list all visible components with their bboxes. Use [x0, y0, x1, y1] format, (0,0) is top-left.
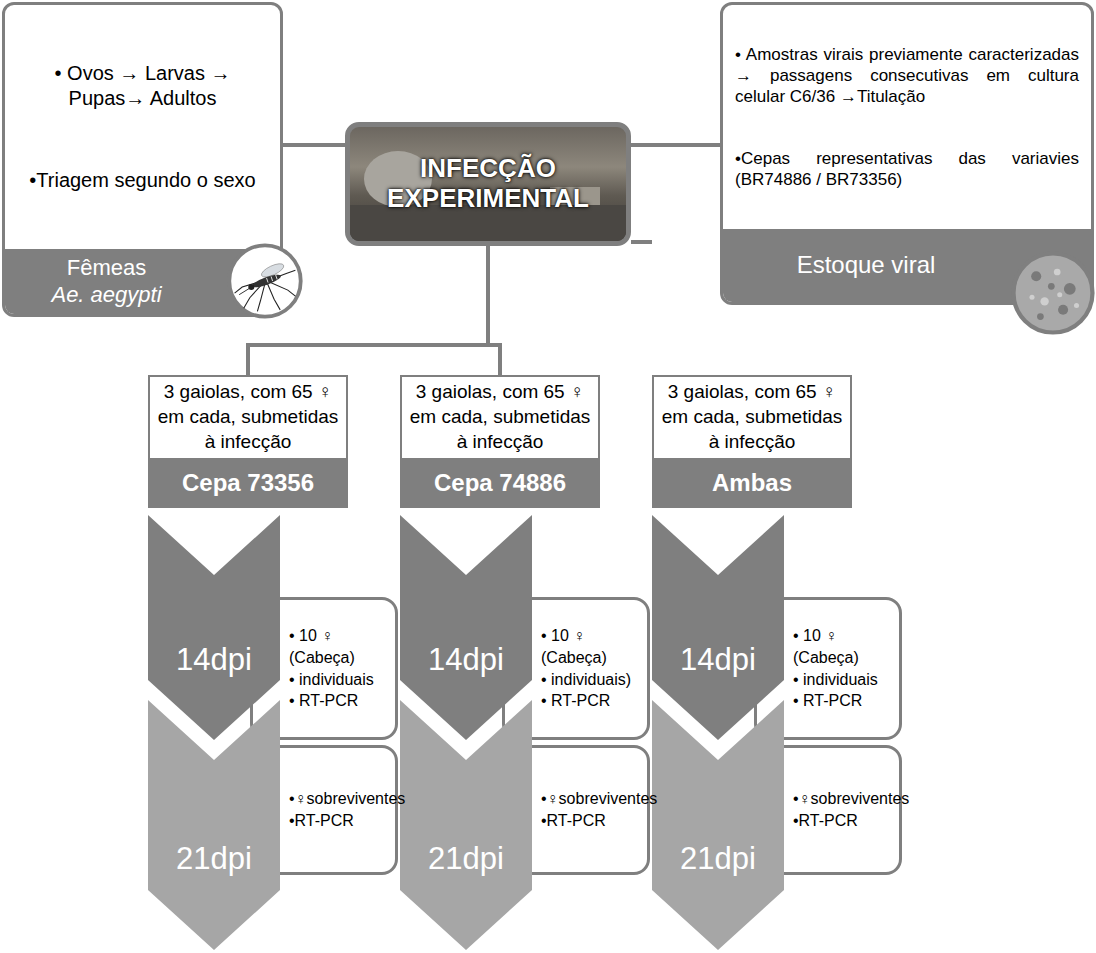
virus-particle [1064, 283, 1076, 295]
group-box: 3 gaiolas, com 65 ♀ em cada, submetidas … [400, 375, 600, 508]
bullet-text: •Triagem segundo o sexo [17, 168, 268, 193]
group-body: 3 gaiolas, com 65 ♀ em cada, submetidas … [148, 375, 348, 458]
chevron-outline [148, 515, 280, 740]
bullet-text: • Amostras virais previamente caracteriz… [735, 44, 1079, 108]
panel-body: • Amostras virais previamente caracteriz… [723, 5, 1091, 229]
time-label: 21dpi [428, 842, 504, 876]
bullet-text: • individuais) [541, 669, 641, 691]
mosquito-picture [227, 243, 303, 319]
group-box: 3 gaiolas, com 65 ♀ em cada, submetidas … [148, 375, 348, 508]
time-label: 21dpi [176, 842, 252, 876]
chevron-outline [652, 700, 784, 950]
bullet-text: • RT-PCR [289, 690, 389, 712]
mosquito-head [248, 284, 254, 290]
group-box: 3 gaiolas, com 65 ♀ em cada, submetidas … [652, 375, 852, 508]
group-band: Cepa 74886 [400, 458, 600, 508]
chevron-shape [400, 515, 532, 740]
chevron-shape [400, 700, 532, 950]
bullet-text: • Ovos → Larvas → Pupas→ Adultos [17, 61, 268, 111]
chevron-shape [148, 515, 280, 740]
group-text: 3 gaiolas, com 65 ♀ em cada, submetidas … [154, 380, 342, 454]
group-body: 3 gaiolas, com 65 ♀ em cada, submetidas … [400, 375, 600, 458]
band-label: Estoque viral [797, 251, 936, 280]
bullet-text: • RT-PCR [541, 690, 641, 712]
virus-particle [1031, 271, 1041, 281]
group-body: 3 gaiolas, com 65 ♀ em cada, submetidas … [652, 375, 852, 458]
bullet-text: •♀sobreviventes [793, 788, 893, 810]
time-chevron: 14dpi [148, 515, 280, 740]
bullet-text: • individuais [289, 669, 389, 691]
group-band: Cepa 73356 [148, 458, 348, 508]
time-label: 14dpi [176, 643, 252, 677]
bullet-text: • 10 ♀ (Cabeça) [793, 625, 893, 668]
time-label: 21dpi [680, 842, 756, 876]
bullet-text: •♀sobreviventes [289, 788, 389, 810]
info-panel: • Amostras virais previamente caracteriz… [720, 2, 1094, 305]
chevron-outline [148, 700, 280, 950]
strain-label: Cepa 73356 [182, 469, 314, 498]
time-chevron: 21dpi [148, 700, 280, 950]
group-band: Ambas [652, 458, 852, 508]
bullet-text: • 10 ♀ (Cabeça) [541, 625, 641, 668]
virus-particle [1040, 297, 1048, 305]
bullet-text: • RT-PCR [793, 690, 893, 712]
connector-line [631, 240, 652, 244]
bullet-text: •♀sobreviventes [541, 788, 641, 810]
band-label: Fêmeas [67, 255, 146, 281]
virus-particle [1054, 269, 1061, 276]
chevron-shape [652, 700, 784, 950]
chevron-outline [400, 515, 532, 740]
mosquito-stripes [267, 275, 278, 283]
picture-frame [229, 245, 300, 316]
connector-line [631, 143, 720, 147]
strain-label: Ambas [712, 469, 792, 498]
virus-particle [1057, 292, 1062, 297]
time-label: 14dpi [428, 643, 504, 677]
time-chevron: 14dpi [652, 515, 784, 740]
virus-particle [1029, 295, 1034, 300]
time-label: 14dpi [680, 643, 756, 677]
info-panel: • Ovos → Larvas → Pupas→ Adultos •Triagem… [2, 2, 283, 317]
mosquito-proboscis [239, 289, 249, 295]
picture-frame [1014, 254, 1093, 333]
band-label: Ae. aegypti [51, 282, 161, 308]
connector-line [488, 246, 500, 375]
virus-particle [1037, 313, 1044, 320]
chevron-outline [400, 700, 532, 950]
strain-label: Cepa 74886 [434, 469, 566, 498]
chevron-outline [652, 515, 784, 740]
time-chevron: 21dpi [652, 700, 784, 950]
virus-particle [1074, 303, 1079, 308]
bullet-text: •Cepas representativas das variavies (BR… [735, 148, 1079, 191]
photo-box: INFECÇÃO EXPERIMENTAL [345, 122, 631, 246]
bullet-text: •RT-PCR [793, 810, 893, 832]
time-chevron: 21dpi [400, 700, 532, 950]
virus-picture [1011, 251, 1095, 335]
bullet-text: • individuais [793, 669, 893, 691]
virus-particle [1058, 305, 1068, 315]
group-text: 3 gaiolas, com 65 ♀ em cada, submetidas … [406, 380, 594, 454]
chevron-shape [148, 700, 280, 950]
connector-line [283, 143, 345, 147]
time-chevron: 14dpi [400, 515, 532, 740]
group-text: 3 gaiolas, com 65 ♀ em cada, submetidas … [658, 380, 846, 454]
bullet-text: •RT-PCR [541, 810, 641, 832]
chevron-shape [652, 515, 784, 740]
mosquito-body [251, 272, 282, 290]
virus-particle [1048, 283, 1055, 290]
bullet-text: • 10 ♀ (Cabeça) [289, 625, 389, 668]
title-label: INFECÇÃO EXPERIMENTAL [356, 154, 620, 214]
bullet-text: •RT-PCR [289, 810, 389, 832]
panel-body: • Ovos → Larvas → Pupas→ Adultos •Triagem… [5, 5, 280, 249]
